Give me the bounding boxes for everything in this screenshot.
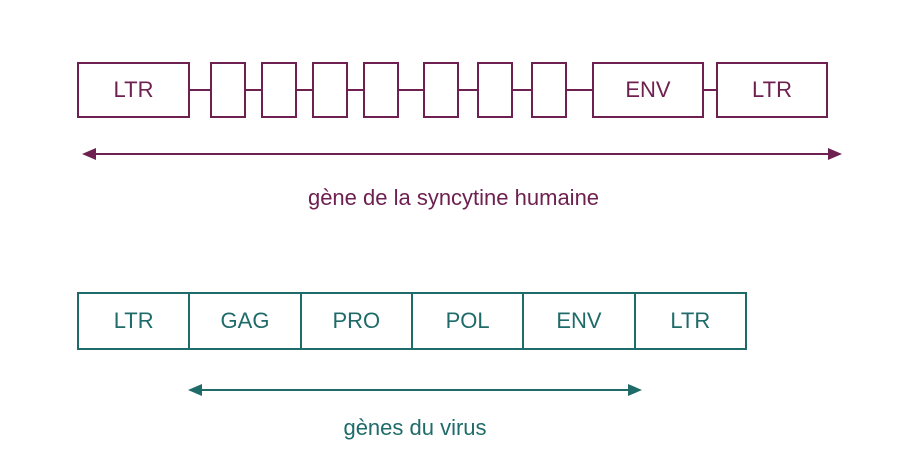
virus-genome-track: LTR GAG PRO POL ENV LTR	[77, 292, 747, 350]
human-gene-connector	[399, 89, 423, 91]
virus-genes-span-arrow	[188, 384, 642, 396]
virus-segment-gag: GAG	[190, 294, 302, 348]
human-gene-connector	[246, 89, 261, 91]
human-gene-connector	[459, 89, 477, 91]
human-gene-connector	[567, 89, 592, 91]
virus-segment-pro: PRO	[302, 294, 413, 348]
human-segment-ltr-right: LTR	[716, 62, 828, 118]
human-segment-exon	[363, 62, 399, 118]
human-gene-connector	[297, 89, 312, 91]
human-segment-ltr-left: LTR	[77, 62, 190, 118]
human-gene-connector	[513, 89, 531, 91]
human-segment-exon	[261, 62, 297, 118]
human-gene-span-arrow	[82, 148, 842, 160]
human-gene-caption: gène de la syncytine humaine	[307, 185, 600, 210]
human-segment-exon	[312, 62, 348, 118]
human-gene-connector	[348, 89, 363, 91]
virus-segment-ltr-left: LTR	[79, 294, 191, 348]
human-segment-env: ENV	[592, 62, 704, 118]
virus-segment-pol: POL	[413, 294, 525, 348]
human-segment-exon	[531, 62, 567, 118]
human-segment-exon	[423, 62, 459, 118]
human-segment-exon	[210, 62, 246, 118]
human-gene-connector	[704, 89, 716, 91]
human-gene-connector	[190, 89, 210, 91]
virus-segment-ltr-right: LTR	[670, 308, 711, 333]
human-segment-exon	[477, 62, 513, 118]
virus-segment-env: ENV	[524, 294, 636, 348]
virus-genes-caption: gènes du virus	[343, 415, 487, 440]
